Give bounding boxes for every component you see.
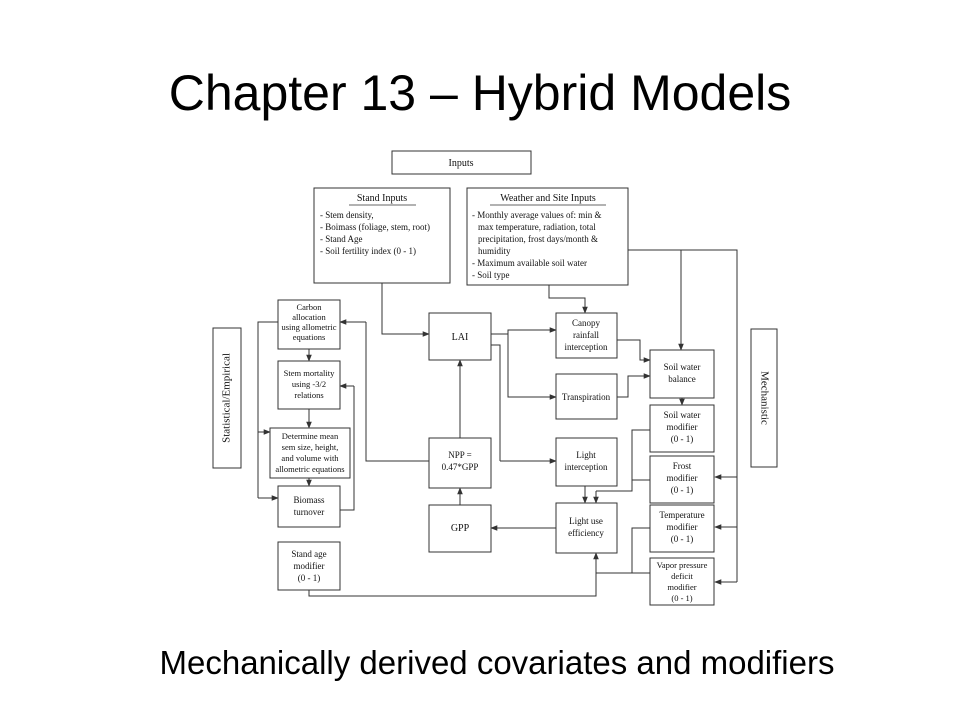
svg-text:humidity: humidity bbox=[478, 246, 511, 256]
svg-text:using allometric: using allometric bbox=[281, 322, 336, 332]
svg-text:(0 - 1): (0 - 1) bbox=[298, 573, 321, 583]
svg-text:Mechanistic: Mechanistic bbox=[758, 371, 770, 425]
svg-text:(0 - 1): (0 - 1) bbox=[671, 485, 694, 495]
svg-text:balance: balance bbox=[668, 374, 695, 384]
connector-lines bbox=[257, 249, 738, 597]
vpd-modifier-box: Vapor pressure deficit modifier (0 - 1) bbox=[649, 557, 715, 606]
transpiration-box: Transpiration bbox=[555, 373, 618, 420]
soil-water-modifier-box: Soil water modifier (0 - 1) bbox=[649, 404, 715, 453]
svg-text:Frost: Frost bbox=[673, 461, 692, 471]
svg-text:turnover: turnover bbox=[294, 507, 325, 517]
svg-text:modifier: modifier bbox=[667, 522, 698, 532]
svg-text:Canopy: Canopy bbox=[572, 318, 600, 328]
svg-text:Light: Light bbox=[576, 450, 596, 460]
inputs-box: Inputs bbox=[391, 150, 532, 175]
stand-inputs-box: Stand Inputs - Stem density, - Boimass (… bbox=[313, 187, 451, 284]
svg-text:using -3/2: using -3/2 bbox=[292, 379, 326, 389]
temperature-modifier-box: Temperature modifier (0 - 1) bbox=[649, 504, 715, 553]
svg-text:- Maximum available soil water: - Maximum available soil water bbox=[472, 258, 587, 268]
svg-text:Vapor pressure: Vapor pressure bbox=[657, 560, 708, 570]
svg-text:modifier: modifier bbox=[294, 561, 325, 571]
gpp-box: GPP bbox=[428, 504, 492, 553]
svg-text:Determine mean: Determine mean bbox=[282, 431, 339, 441]
svg-text:- Soil fertility index (0 - 1): - Soil fertility index (0 - 1) bbox=[320, 246, 416, 256]
light-interception-box: Light interception bbox=[555, 437, 618, 487]
lai-box: LAI bbox=[428, 312, 492, 361]
slide-title: Chapter 13 – Hybrid Models bbox=[168, 65, 792, 121]
svg-text:Light use: Light use bbox=[569, 516, 603, 526]
svg-text:- Stand Age: - Stand Age bbox=[320, 234, 363, 244]
svg-text:equations: equations bbox=[293, 332, 326, 342]
svg-text:allocation: allocation bbox=[292, 312, 326, 322]
svg-text:interception: interception bbox=[565, 462, 608, 472]
svg-text:Carbon: Carbon bbox=[296, 302, 322, 312]
canopy-interception-box: Canopy rainfall interception bbox=[555, 312, 618, 359]
stand-age-modifier-box: Stand age modifier (0 - 1) bbox=[277, 541, 341, 591]
svg-text:Temperature: Temperature bbox=[659, 510, 704, 520]
svg-text:Soil water: Soil water bbox=[664, 362, 701, 372]
svg-text:relations: relations bbox=[294, 390, 323, 400]
svg-text:Biomass: Biomass bbox=[293, 495, 325, 505]
svg-text:precipitation, frost days/mont: precipitation, frost days/month & bbox=[478, 234, 598, 244]
biomass-turnover-box: Biomass turnover bbox=[277, 485, 341, 528]
mechanistic-label: Mechanistic bbox=[750, 328, 778, 468]
svg-text:modifier: modifier bbox=[667, 422, 698, 432]
npp-box: NPP = 0.47*GPP bbox=[428, 437, 492, 489]
svg-text:Transpiration: Transpiration bbox=[562, 392, 611, 402]
svg-text:sem size, height,: sem size, height, bbox=[282, 442, 339, 452]
svg-text:(0 - 1): (0 - 1) bbox=[671, 434, 694, 444]
statistical-empirical-label: Statistical/Empirical bbox=[212, 327, 242, 469]
light-use-efficiency-box: Light use efficiency bbox=[555, 502, 618, 554]
stand-inputs-heading: Stand Inputs bbox=[357, 193, 407, 204]
svg-text:and volume with: and volume with bbox=[281, 453, 339, 463]
svg-text:interception: interception bbox=[565, 342, 608, 352]
svg-text:modifier: modifier bbox=[667, 582, 696, 592]
svg-text:GPP: GPP bbox=[451, 523, 470, 534]
svg-text:- Boimass (foliage, stem, root: - Boimass (foliage, stem, root) bbox=[320, 222, 430, 232]
svg-text:Stand age: Stand age bbox=[291, 549, 326, 559]
svg-text:rainfall: rainfall bbox=[573, 330, 599, 340]
frost-modifier-box: Frost modifier (0 - 1) bbox=[649, 455, 715, 504]
svg-text:LAI: LAI bbox=[452, 332, 469, 343]
determine-mean-box: Determine mean sem size, height, and vol… bbox=[269, 427, 351, 479]
svg-text:deficit: deficit bbox=[671, 571, 693, 581]
weather-site-inputs-box: Weather and Site Inputs - Monthly averag… bbox=[466, 187, 629, 286]
weather-inputs-heading: Weather and Site Inputs bbox=[500, 193, 596, 204]
carbon-allocation-box: Carbon allocation using allometric equat… bbox=[277, 299, 341, 350]
soil-water-balance-box: Soil water balance bbox=[649, 349, 715, 399]
svg-text:Stem mortality: Stem mortality bbox=[284, 368, 336, 378]
svg-text:- Soil type: - Soil type bbox=[472, 270, 510, 280]
svg-text:allometric equations: allometric equations bbox=[275, 464, 344, 474]
slide-caption: Mechanically derived covariates and modi… bbox=[159, 644, 835, 681]
svg-text:max temperature, radiation, to: max temperature, radiation, total bbox=[478, 222, 596, 232]
svg-text:(0 - 1): (0 - 1) bbox=[671, 593, 692, 603]
svg-text:(0 - 1): (0 - 1) bbox=[671, 534, 694, 544]
svg-text:- Stem density,: - Stem density, bbox=[320, 210, 374, 220]
svg-text:modifier: modifier bbox=[667, 473, 698, 483]
svg-text:Soil water: Soil water bbox=[664, 410, 701, 420]
svg-text:0.47*GPP: 0.47*GPP bbox=[442, 462, 479, 472]
stem-mortality-box: Stem mortality using -3/2 relations bbox=[277, 360, 341, 410]
svg-text:NPP =: NPP = bbox=[448, 450, 472, 460]
svg-text:- Monthly average values of: m: - Monthly average values of: min & bbox=[472, 210, 601, 220]
svg-text:efficiency: efficiency bbox=[568, 528, 604, 538]
svg-text:Statistical/Empirical: Statistical/Empirical bbox=[221, 353, 233, 443]
svg-text:Inputs: Inputs bbox=[449, 158, 474, 169]
